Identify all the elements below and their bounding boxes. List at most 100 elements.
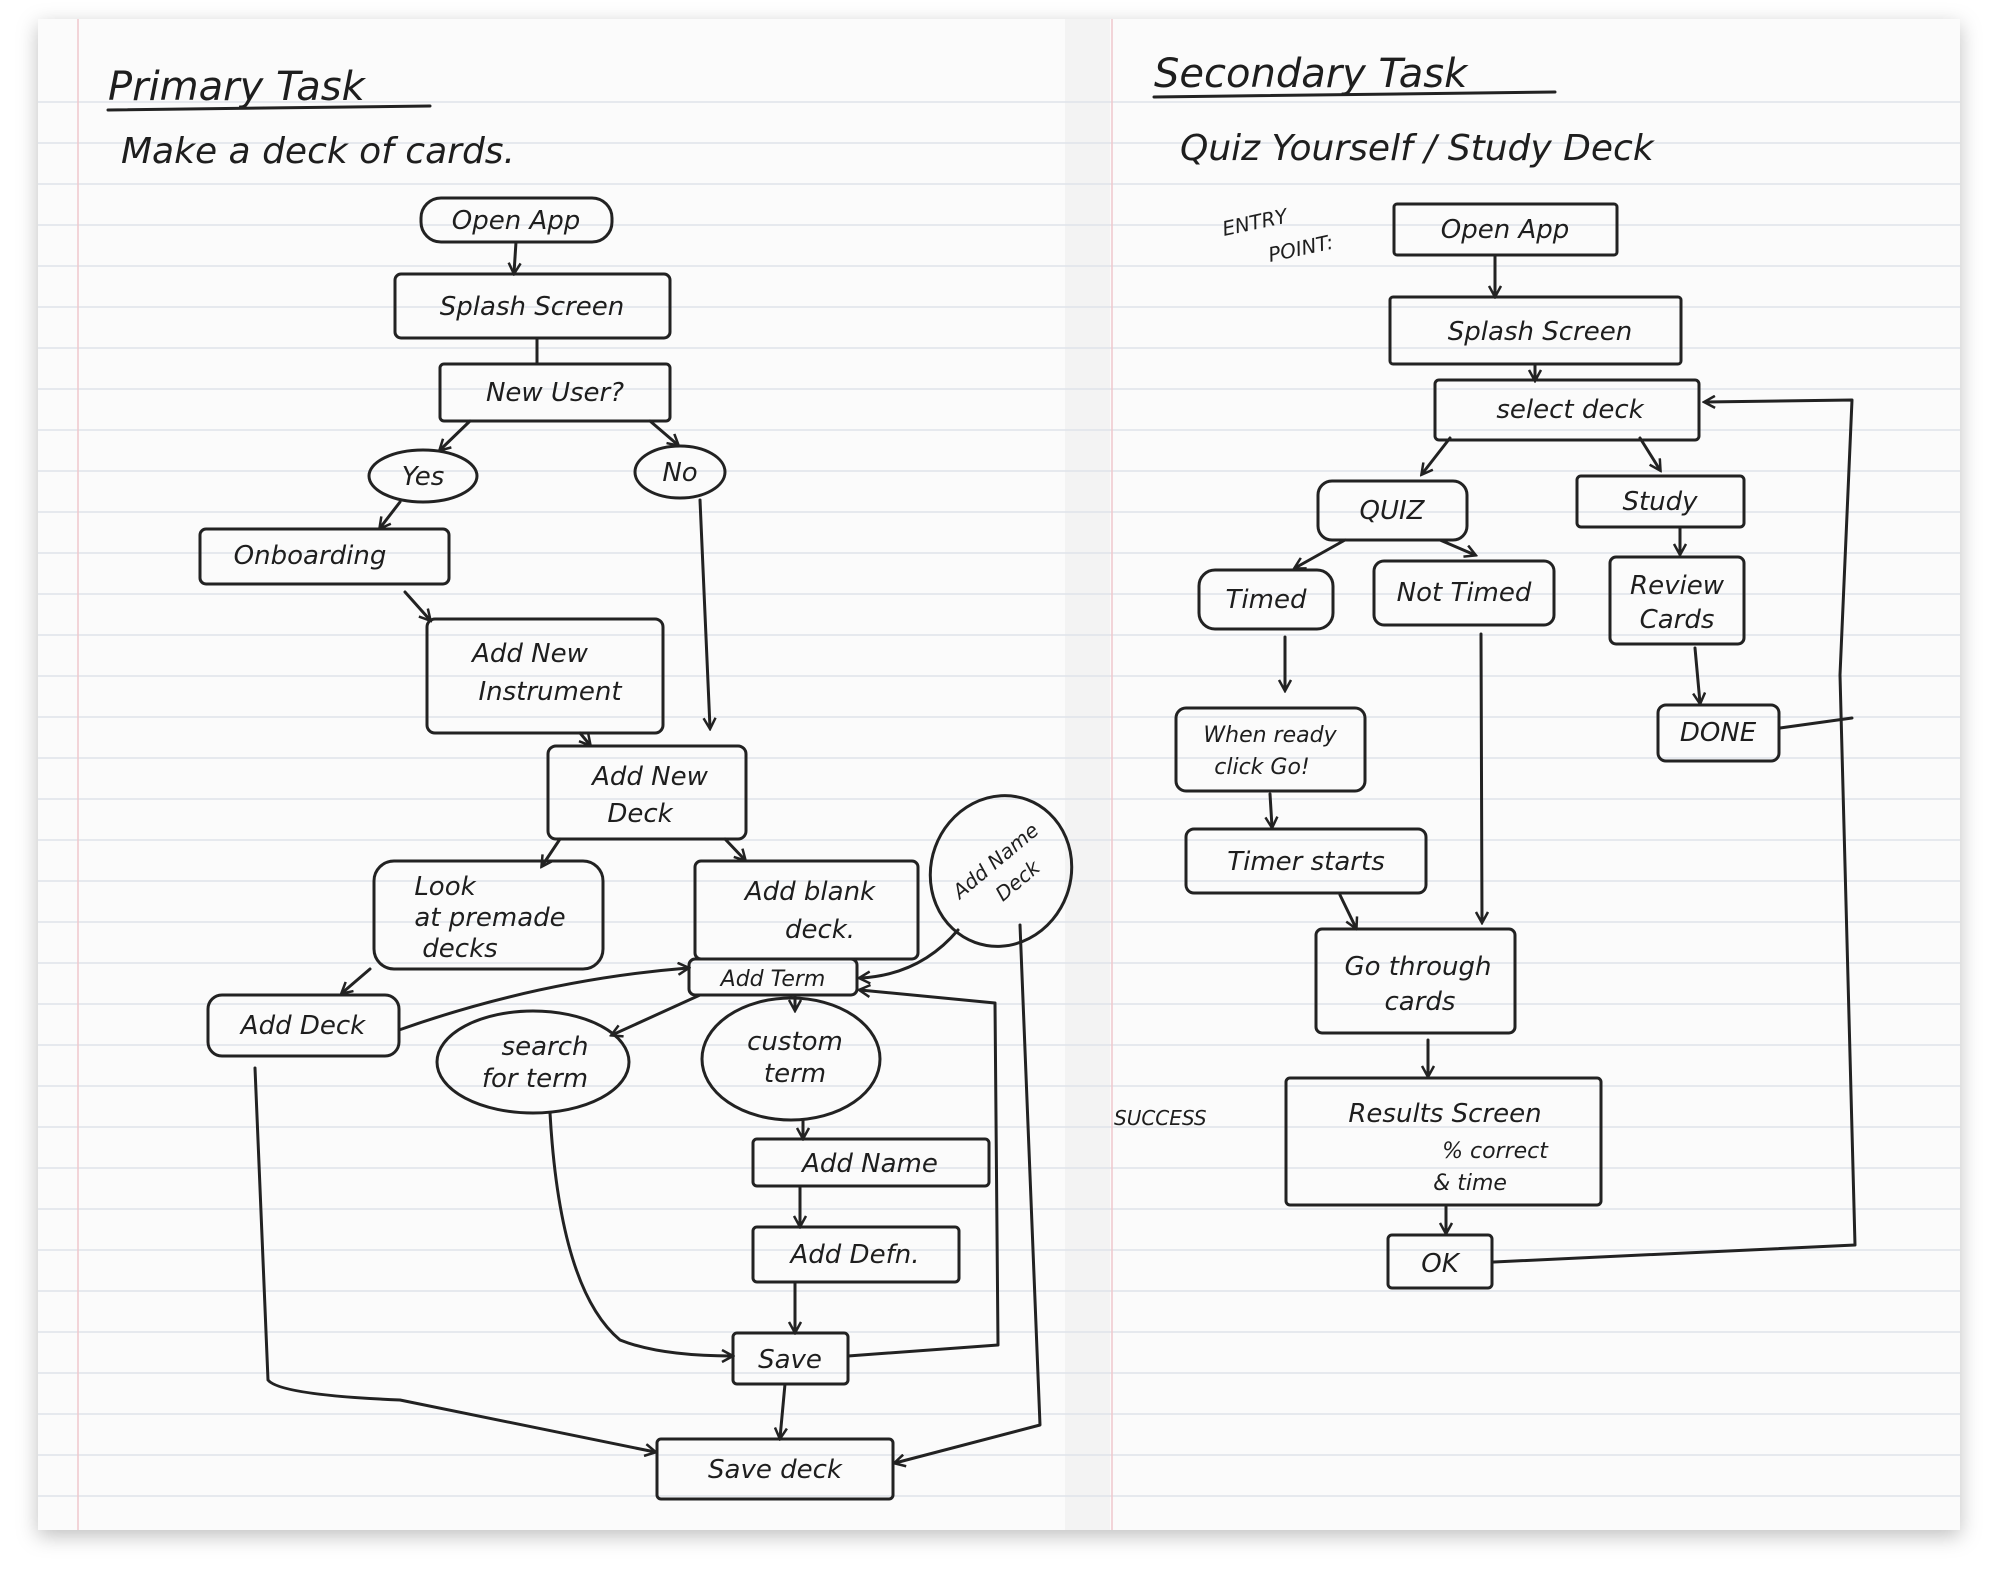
node-label: cards [1385,987,1456,1017]
node-custom-term: custom term [700,996,882,1122]
node-shape [1284,1076,1603,1207]
node-shape [1372,559,1556,627]
flow-arrow [1638,436,1660,470]
node-label: Look [414,872,476,902]
node-label: % correct [1442,1139,1549,1164]
node-label: Open App [452,206,581,236]
node-splash-screen: Splash Screen [1388,295,1683,366]
flow-arrow [1270,792,1272,827]
node-label: Save deck [708,1455,843,1485]
node-label: Not Timed [1397,578,1532,608]
node-add-deck: Add Deck [206,993,401,1058]
node-label: at premade [414,903,565,933]
node-label: Add blank [743,877,876,907]
node-label: Timer starts [1227,847,1385,877]
node-shape [435,1009,631,1115]
ruled-lines [38,101,1960,1497]
node-open-app: Open App [1392,202,1619,257]
node-shape [1314,927,1517,1035]
node-label: Instrument [478,677,622,707]
flow-arrow [780,1382,785,1438]
node-shape [751,1137,991,1188]
node-select-deck: select deck [1433,378,1701,442]
node-quiz: QUIZ [1316,479,1469,542]
node-study: Study [1575,474,1746,529]
node-label: QUIZ [1360,496,1426,526]
secondary-task-flow: Secondary Task Quiz Yourself / Study Dec… [1114,51,1857,1290]
node-label: Cards [1640,605,1715,635]
node-label: No [662,458,697,488]
node-shape [1184,827,1428,895]
primary-subtitle: Make a deck of cards. [121,131,515,172]
flow-arrow [342,967,372,993]
node-shape [700,996,882,1122]
flow-arrow [542,837,562,866]
flow-arrow [648,419,678,445]
node-label: OK [1421,1249,1460,1279]
node-shape [198,527,451,586]
node-look-premade-decks: Look at premade decks [372,859,605,971]
node-shape [372,859,605,971]
flow-arrow [846,990,1000,1358]
primary-title: Primary Task [108,64,367,110]
flow-arrow [440,419,472,450]
node-label: select deck [1496,395,1644,425]
node-shape [1575,474,1746,529]
node-label: custom [747,1027,843,1057]
node-done: DONE [1656,703,1781,763]
node-shape [1608,555,1746,646]
node-label: Add Deck [239,1011,366,1041]
node-label: Add New [590,762,709,792]
flow-arrow [1295,538,1347,568]
node-add-new-deck: Add New Deck [546,744,748,841]
title-underline [106,104,432,112]
paper [38,19,1960,1530]
node-results-screen: Results Screen % correct & time [1284,1076,1603,1207]
flow-arrow [253,1066,655,1452]
node-search-for-term: search for term [435,1009,631,1115]
flow-arrow [397,968,688,1032]
node-shape [425,617,665,735]
node-add-new-instrument: Add New Instrument [425,617,665,735]
node-save-deck: Save deck [655,1437,895,1501]
node-timer-starts: Timer starts [1184,827,1428,895]
node-save: Save [731,1331,850,1386]
flow-arrow [895,923,1042,1463]
node-label: Open App [1441,215,1570,245]
flow-arrow [1481,632,1482,922]
node-label: Add Defn. [789,1240,920,1270]
node-label: Results Screen [1348,1099,1541,1129]
flow-arrow [612,993,702,1035]
node-label: Add New [470,639,589,669]
node-shape [1392,202,1619,257]
flow-arrow [1338,893,1356,928]
node-label: decks [422,934,497,964]
node-yes: Yes [367,448,479,504]
secondary-subtitle: Quiz Yourself / Study Deck [1180,128,1656,169]
flow-arrow [548,1111,732,1356]
node-label: DONE [1680,718,1757,748]
node-onboarding: Onboarding [198,527,451,586]
node-label: & time [1433,1171,1507,1196]
node-shape [1433,378,1701,442]
node-label: Save [758,1345,822,1375]
node-timed: Timed [1197,568,1335,631]
flow-arrow [1438,538,1475,555]
node-shape [928,794,1074,948]
node-add-blank-deck: Add blank deck. [693,859,920,961]
node-shape [367,448,479,504]
node-shape [546,744,748,841]
flow-arrow [860,928,960,978]
node-splash-screen: Splash Screen [393,272,672,340]
flow-arrow [698,498,710,728]
primary-arrows [253,240,1042,1463]
title-underline [1152,90,1557,99]
flow-arrow [514,240,516,273]
flow-arrow [723,837,745,860]
node-label: When ready [1203,723,1337,748]
node-label: Onboarding [234,541,387,571]
node-when-ready-click-go: When ready click Go! [1174,706,1367,793]
flow-arrow [1492,400,1857,1264]
node-not-timed: Not Timed [1372,559,1556,627]
